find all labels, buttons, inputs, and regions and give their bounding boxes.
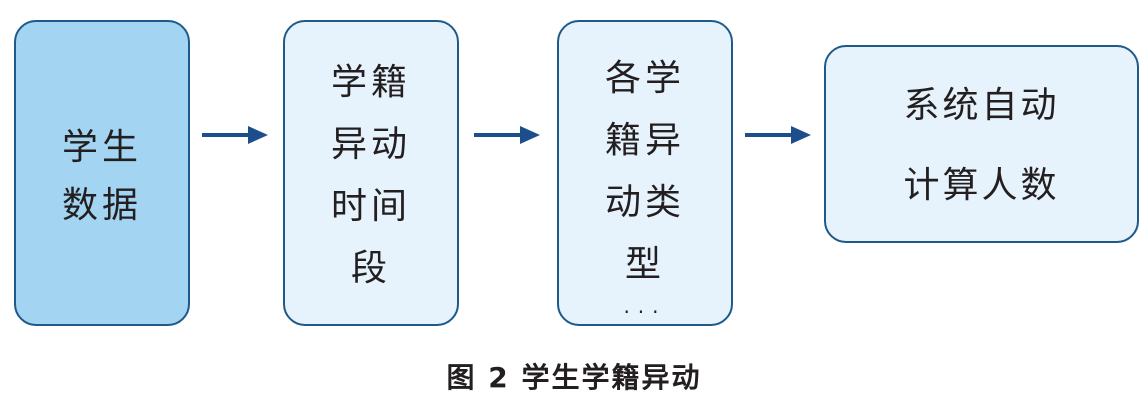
flow-box-label: 学籍 异动 时间 段 [330,62,411,289]
flow-box-auto-count: 系统自动 计算人数 [824,45,1139,243]
flow-arrow-icon [474,126,540,144]
figure-caption: 图 2 学生学籍异动 [446,361,702,394]
flow-box-change-types: 各学 籍异 动类 型 ··· [557,20,733,326]
flow-box-label: 各学 籍异 动类 型 [604,58,685,285]
flow-box-ellipsis: ··· [623,300,667,324]
flow-box-change-period: 学籍 异动 时间 段 [283,20,459,326]
flow-arrow-icon [202,126,268,144]
flow-box-label: 学生 数据 [61,127,142,226]
flow-box-student-data: 学生 数据 [14,20,190,326]
flow-arrow-icon [745,126,811,144]
flow-box-label: 系统自动 计算人数 [903,85,1060,206]
